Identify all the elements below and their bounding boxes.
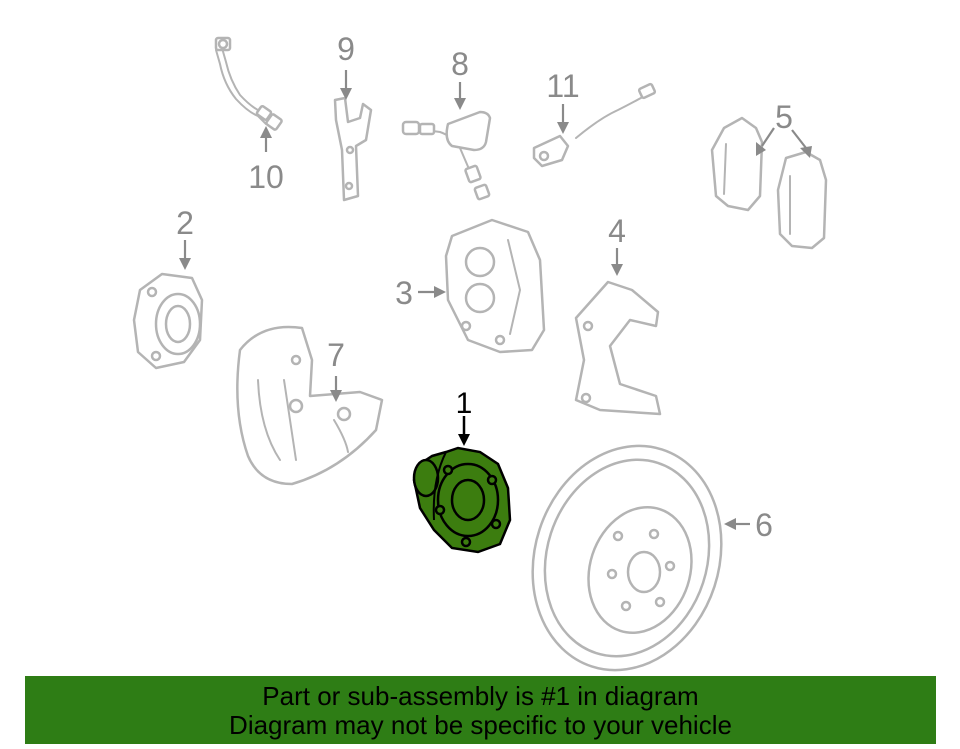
dust-shield-part-7 xyxy=(236,325,384,486)
callout-4: 4 xyxy=(608,213,626,276)
svg-text:2: 2 xyxy=(176,205,194,241)
svg-text:4: 4 xyxy=(608,213,626,249)
hub-carrier-part-2 xyxy=(132,272,204,370)
wheel-hub-part-1 xyxy=(412,446,512,554)
callout-10: 10 xyxy=(248,126,284,195)
svg-text:8: 8 xyxy=(451,46,469,82)
callout-2: 2 xyxy=(176,205,194,270)
svg-text:10: 10 xyxy=(248,159,284,195)
callout-1: 1 xyxy=(456,387,473,446)
info-banner: Part or sub-assembly is #1 in diagram Di… xyxy=(25,676,936,744)
callout-6: 6 xyxy=(724,507,773,543)
caliper-bracket-part-4 xyxy=(574,280,662,416)
callout-5: 5 xyxy=(756,99,812,158)
svg-text:7: 7 xyxy=(327,337,345,373)
callout-7: 7 xyxy=(327,337,345,402)
svg-text:3: 3 xyxy=(395,275,413,311)
brake-hose-part-10 xyxy=(214,36,283,131)
exploded-parts-diagram: 10 9 8 11 xyxy=(132,31,828,672)
svg-text:9: 9 xyxy=(337,31,355,67)
caliper-part-3 xyxy=(444,218,546,354)
callout-8: 8 xyxy=(451,46,469,110)
svg-text:1: 1 xyxy=(456,387,473,420)
brake-pads-part-5 xyxy=(710,116,828,250)
wear-sensor-part-11 xyxy=(532,82,657,168)
svg-text:5: 5 xyxy=(775,99,793,135)
svg-text:11: 11 xyxy=(546,68,579,104)
svg-text:6: 6 xyxy=(755,507,773,543)
callout-11: 11 xyxy=(546,68,580,134)
brake-rotor-part-6 xyxy=(531,444,723,672)
callout-9: 9 xyxy=(337,31,355,100)
bracket-part-9 xyxy=(333,96,373,202)
brake-line-part-8 xyxy=(401,110,492,201)
banner-line-2: Diagram may not be specific to your vehi… xyxy=(229,710,732,740)
banner-line-1: Part or sub-assembly is #1 in diagram xyxy=(262,681,699,711)
callout-3: 3 xyxy=(395,275,446,311)
